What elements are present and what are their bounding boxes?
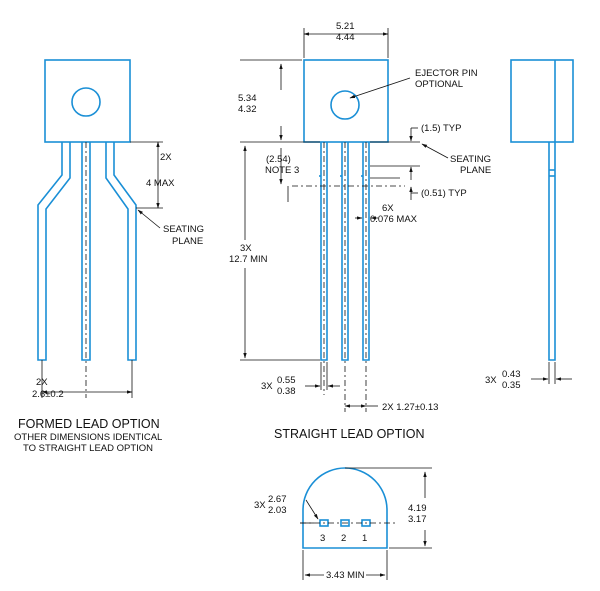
formed-pitch-value: 2.6±0.2 <box>32 389 64 400</box>
side-lead-min: 0.35 <box>502 380 521 391</box>
straight-title: STRAIGHT LEAD OPTION <box>274 427 425 441</box>
note-ref: NOTE 3 <box>265 165 299 176</box>
body-width-min: 4.44 <box>336 32 355 43</box>
straight-lead-1 <box>320 142 328 361</box>
formed-body <box>44 59 131 143</box>
formed-note-1: OTHER DIMENSIONS IDENTICAL <box>14 432 162 443</box>
bottom-pin-2 <box>340 519 350 527</box>
pin-label-3: 3 <box>320 533 325 544</box>
lead-length-min: 12.7 MIN <box>229 254 268 265</box>
side-lead-max: 0.43 <box>502 369 521 380</box>
formed-center-lead <box>81 142 91 361</box>
bottom-height-min: 2.03 <box>268 505 287 516</box>
pitch-ref: (2.54) <box>266 154 291 165</box>
bottom-total-min: 3.17 <box>408 514 427 525</box>
side-lead <box>548 142 556 361</box>
lead-offset-typ: (0.51) TYP <box>421 188 467 199</box>
seating-label-2: PLANE <box>460 165 491 176</box>
formed-left-lead <box>37 142 71 361</box>
ejector-pin-label-1: EJECTOR PIN <box>415 68 478 79</box>
lead-thickness-max: 0.076 MAX <box>370 214 418 225</box>
formed-bend-max: 4 MAX <box>146 178 175 189</box>
formed-lead-view: 2X 4 MAX SEATING PLANE 2X 2.6±0.2 FORMED… <box>14 59 204 454</box>
formed-title: FORMED LEAD OPTION <box>18 417 160 431</box>
side-view: 3X 0.43 0.35 <box>485 59 574 391</box>
lead-width-qty: 3X <box>261 381 273 392</box>
bottom-total-max: 4.19 <box>408 503 427 514</box>
formed-bend-qty: 2X <box>160 152 172 163</box>
lead-width-min: 0.38 <box>277 386 296 397</box>
body-height-max: 5.34 <box>238 93 257 104</box>
lead-thickness-qty: 6X <box>382 203 394 214</box>
pin-label-1: 1 <box>362 533 367 544</box>
formed-note-2: TO STRAIGHT LEAD OPTION <box>23 443 153 454</box>
lead-width-max: 0.55 <box>277 375 296 386</box>
lead-bend-typ: (1.5) TYP <box>421 123 461 134</box>
ejector-pin-label-2: OPTIONAL <box>415 79 463 90</box>
seating-label-1: SEATING <box>450 154 491 165</box>
straight-lead-view: 5.21 4.44 5.34 4.32 EJECTOR PIN OPTIONAL… <box>229 21 491 441</box>
bottom-width-min: 3.43 MIN <box>326 570 365 581</box>
bottom-height-max: 2.67 <box>268 494 287 505</box>
straight-lead-3 <box>362 142 370 361</box>
side-lead-qty: 3X <box>485 375 497 386</box>
bottom-view: 3 2 1 3X 2.67 2.03 4.19 3.17 3.43 MIN <box>254 467 432 581</box>
straight-ejector-pin <box>330 90 360 120</box>
formed-seating-label-1: SEATING <box>163 224 204 235</box>
lead-length-qty: 3X <box>240 243 252 254</box>
body-height-min: 4.32 <box>238 104 257 115</box>
bottom-height-qty: 3X <box>254 500 266 511</box>
formed-right-lead <box>105 142 137 361</box>
straight-lead-2 <box>341 142 349 361</box>
pin-label-2: 2 <box>341 533 346 544</box>
body-width-max: 5.21 <box>336 21 355 32</box>
formed-pitch-qty: 2X <box>36 377 48 388</box>
formed-seating-label-2: PLANE <box>172 236 203 247</box>
lead-pitch: 2X 1.27±0.13 <box>382 402 438 413</box>
straight-body <box>303 59 389 143</box>
formed-ejector-pin <box>71 87 101 117</box>
side-body <box>510 59 574 143</box>
